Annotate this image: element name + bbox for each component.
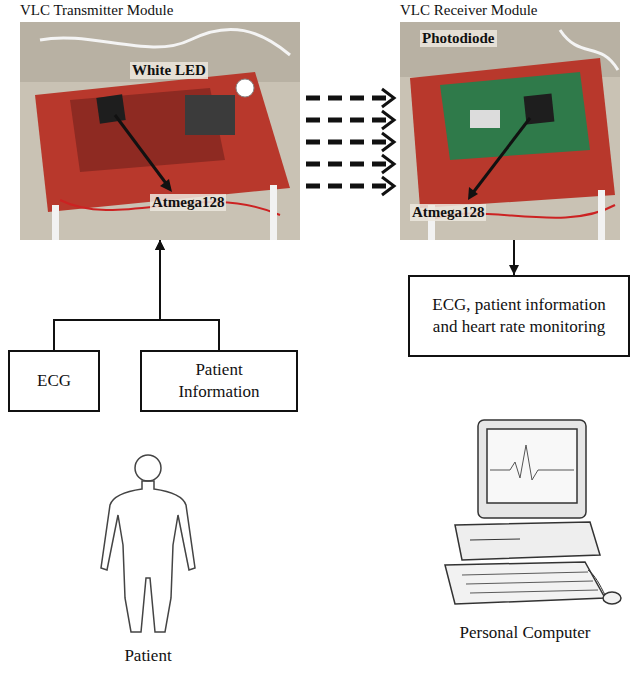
process-box: ECG [8, 350, 100, 412]
connector [54, 240, 165, 350]
transmitter-photo [20, 22, 300, 240]
part-label: White LED [130, 62, 208, 79]
photo-module: VLC Transmitter ModuleWhite LEDAtmega128 [20, 22, 300, 240]
part-label: Atmega128 [150, 194, 226, 211]
figure-label: Personal Computer [455, 622, 595, 644]
part-label: Photodiode [420, 30, 497, 47]
module-title: VLC Transmitter Module [20, 2, 173, 19]
box-text: ECG [37, 370, 71, 392]
connector [155, 240, 219, 350]
figure-label: Patient [98, 645, 198, 667]
box-text: Patient Information [157, 359, 282, 403]
photo-module: VLC Receiver ModulePhotodiodeAtmega128 [400, 22, 620, 240]
process-box: ECG, patient information and heart rate … [408, 275, 630, 357]
receiver-photo [400, 22, 620, 240]
computer-icon [445, 420, 621, 604]
connector [306, 89, 394, 195]
connector [509, 240, 519, 275]
module-title: VLC Receiver Module [400, 2, 537, 19]
box-text: ECG, patient information and heart rate … [419, 294, 619, 338]
process-box: Patient Information [140, 350, 298, 412]
part-label: Atmega128 [410, 204, 486, 221]
patient-figure [101, 455, 195, 632]
